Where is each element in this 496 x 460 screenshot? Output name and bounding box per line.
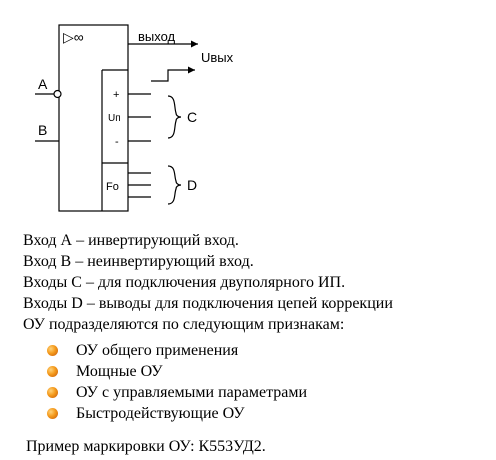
pin-fo-label: Fo [106, 181, 119, 193]
uout-step-line [151, 69, 195, 82]
list-item-label: Быстродействующие ОУ [76, 405, 245, 422]
list-item: Быстродействующие ОУ [47, 403, 307, 424]
brace-c [167, 95, 182, 139]
description-line-b: Вход В – неинвертирующий вход. [23, 253, 254, 270]
orange-bullet-icon [47, 345, 58, 356]
amp-symbol: ▷∞ [63, 29, 84, 45]
op-amp-diagram: ▷∞ A B выход Uвых + Uп - C Fo D [35, 24, 234, 212]
description-line-c: Входы С – для подключения двуполярного И… [23, 274, 346, 291]
label-b: B [38, 122, 47, 138]
list-item-label: ОУ общего применения [76, 342, 239, 359]
list-item: Мощные ОУ [47, 361, 307, 382]
list-item-label: ОУ с управляемыми параметрами [76, 384, 308, 401]
description-line-a: Вход А – инвертирующий вход. [23, 232, 239, 249]
output-arrowhead [191, 40, 198, 48]
uout-label: Uвых [201, 50, 234, 65]
op-amp-body [58, 24, 129, 212]
orange-bullet-icon [47, 366, 58, 377]
list-item-label: Мощные ОУ [76, 363, 163, 380]
description-block: Вход А – инвертирующий вход. Вход В – не… [23, 230, 393, 335]
group-c-label: C [187, 109, 197, 125]
description-line-classification: ОУ подразделяются по следующим признакам… [23, 316, 345, 333]
uout-arrowhead [188, 66, 195, 74]
list-item: ОУ общего применения [47, 340, 307, 361]
orange-bullet-icon [47, 387, 58, 398]
brace-d [167, 165, 182, 205]
label-a: A [38, 76, 48, 92]
pin-plus-label: + [113, 89, 119, 101]
classification-list: ОУ общего применения Мощные ОУ ОУ с упра… [47, 340, 307, 424]
marking-example: Пример маркировки ОУ: К553УД2. [26, 438, 266, 455]
pin-un-label: Uп [108, 113, 121, 124]
pin-minus-label: - [115, 136, 119, 148]
group-d-label: D [187, 177, 197, 193]
list-item: ОУ с управляемыми параметрами [47, 382, 307, 403]
description-line-d: Входы D – выводы для подключения цепей к… [23, 295, 393, 312]
orange-bullet-icon [47, 408, 58, 419]
output-label: выход [138, 29, 176, 44]
inverting-input-circle [53, 89, 62, 99]
